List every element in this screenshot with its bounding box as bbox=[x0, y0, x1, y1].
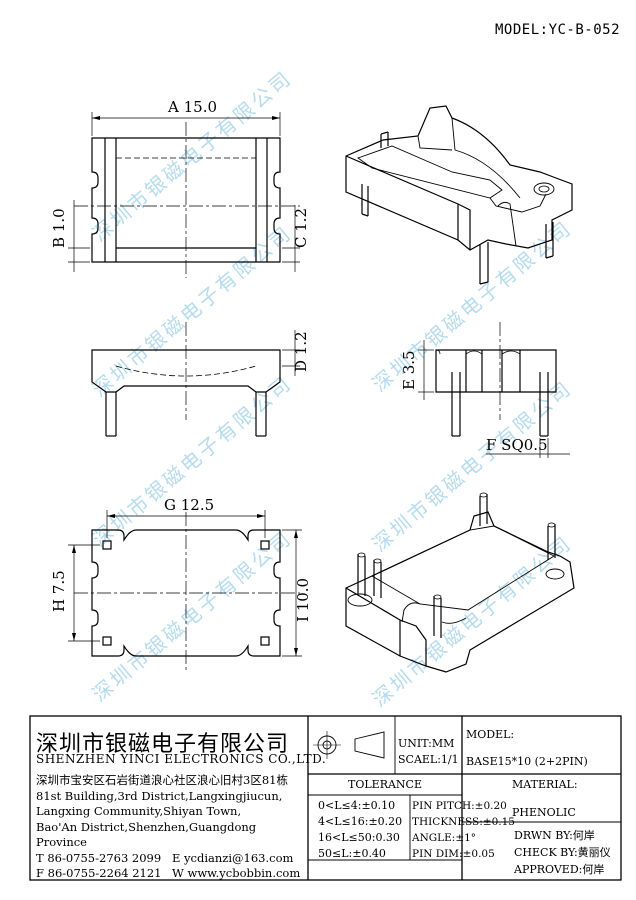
tolerance-left-4: 50≤L:±0.40 bbox=[318, 847, 386, 860]
model-header: MODEL:YC-B-052 bbox=[495, 22, 621, 38]
bottom-view bbox=[68, 510, 302, 672]
unit-label: UNIT:MM bbox=[398, 737, 455, 750]
tolerance-right-1: PIN PITCH:±0.20 bbox=[412, 800, 507, 812]
model-label: MODEL: bbox=[466, 728, 515, 741]
tolerance-right-4: PIN DIM:±0.05 bbox=[412, 848, 495, 860]
address-line-3: Langxing Community,Shiyan Town, bbox=[36, 804, 242, 818]
side-view bbox=[418, 322, 570, 458]
address-line-1: 深圳市宝安区石岩街道浪心社区浪心旧村3区81栋 bbox=[36, 773, 288, 787]
dim-h-label: H 7.5 bbox=[50, 570, 68, 612]
address-block: 深圳市宝安区石岩街道浪心社区浪心旧村3区81栋 81st Building,3r… bbox=[36, 773, 308, 882]
address-line-2: 81st Building,3rd District,Langxingjiucu… bbox=[36, 788, 283, 803]
dim-d-label: D 1.2 bbox=[292, 331, 310, 372]
material-label: MATERIAL: bbox=[512, 778, 578, 791]
dim-a-label: A 15.0 bbox=[167, 98, 217, 116]
tolerance-left-2: 4<L≤16:±0.20 bbox=[318, 815, 403, 828]
iso-view-top bbox=[345, 105, 573, 285]
model-value: BASE15*10 (2+2PIN) bbox=[466, 755, 588, 768]
website[interactable]: W www.ycbobbin.com bbox=[172, 866, 301, 880]
dim-f-label: F SQ0.5 bbox=[486, 436, 548, 454]
company-name-en: SHENZHEN YINCI ELECTRONICS CO.,LTD. bbox=[36, 752, 327, 766]
approved-by: APPROVED:何岸 bbox=[514, 863, 605, 876]
dim-c-label: C 1.2 bbox=[292, 208, 310, 248]
material-value: PHENOLIC bbox=[512, 806, 576, 819]
drawn-by: DRWN BY:何岸 bbox=[514, 829, 595, 842]
scale-label: SCAEL:1/1 bbox=[398, 753, 459, 766]
tolerance-left: 0<L≤4:±0.10 4<L≤16:±0.20 16<L≤50:0.30 50… bbox=[318, 798, 402, 862]
dim-e-label: E 3.5 bbox=[400, 350, 418, 390]
tolerance-left-3: 16<L≤50:0.30 bbox=[318, 831, 400, 844]
dim-i-label: I 10.0 bbox=[294, 578, 312, 622]
address-line-4: Bao'An District,Shenzhen,Guangdong Provi… bbox=[36, 819, 257, 850]
tolerance-title: TOLERANCE bbox=[348, 778, 422, 791]
contact-row-2: F 86-0755-2264 2121 W www.ycbobbin.com bbox=[36, 866, 308, 882]
iso-view-bottom bbox=[345, 492, 575, 673]
tolerance-right-3: ANGLE:±1° bbox=[412, 832, 477, 844]
tolerance-right: PIN PITCH:±0.20 THICKNESS:±0.15 ANGLE:±1… bbox=[412, 798, 515, 862]
title-block-lines bbox=[29, 715, 622, 881]
tel: T 86-0755-2763 2099 bbox=[36, 850, 162, 865]
top-view bbox=[68, 112, 300, 278]
company-name-cn: 深圳市银磁电子有限公司 bbox=[36, 732, 290, 757]
tolerance-left-1: 0<L≤4:±0.10 bbox=[318, 799, 396, 812]
front-view bbox=[91, 322, 300, 437]
check-by: CHECK BY:黄丽仪 bbox=[514, 846, 611, 859]
tolerance-right-2: THICKNESS:±0.15 bbox=[412, 816, 515, 828]
fax: F 86-0755-2264 2121 bbox=[36, 866, 162, 880]
contact-row-1: T 86-0755-2763 2099 E ycdianzi@163.com bbox=[36, 851, 308, 867]
email[interactable]: E ycdianzi@163.com bbox=[172, 850, 294, 865]
dim-b-label: B 1.0 bbox=[50, 208, 68, 248]
dim-g-label: G 12.5 bbox=[164, 496, 214, 514]
